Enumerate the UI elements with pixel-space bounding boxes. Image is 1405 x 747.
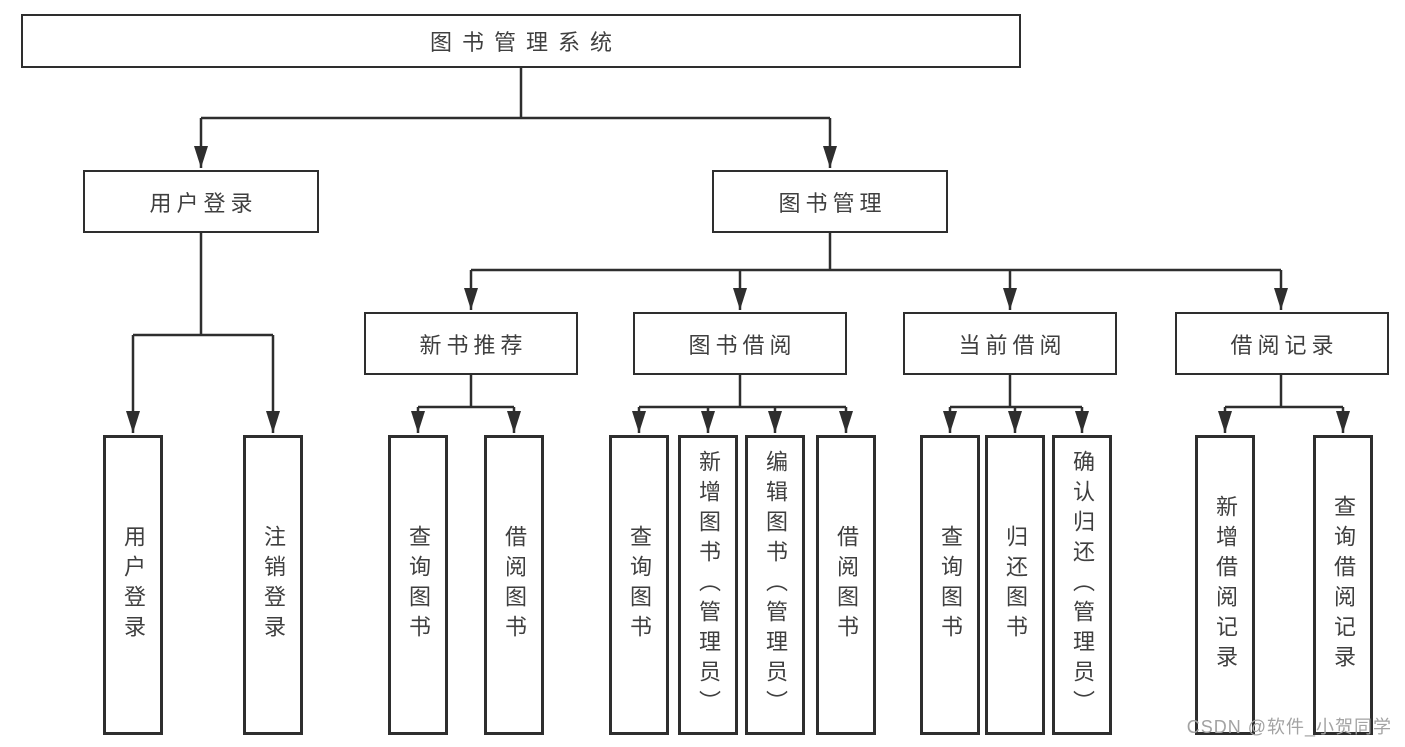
- leaf-edit-book-admin: 编辑图书（管理员）: [745, 435, 805, 735]
- leaf-label: 新增图书（管理员）: [696, 450, 721, 720]
- leaf-label: 注销登录: [261, 525, 286, 645]
- node-new-book-recommend: 新书推荐: [364, 312, 578, 375]
- leaf-confirm-return-admin: 确认归还（管理员）: [1052, 435, 1112, 735]
- leaf-query-books-current: 查询图书: [920, 435, 980, 735]
- node-library-management-system: 图书管理系统: [21, 14, 1021, 68]
- node-borrow-records: 借阅记录: [1175, 312, 1389, 375]
- leaf-label: 查询图书: [627, 525, 652, 645]
- node-current-borrow: 当前借阅: [903, 312, 1117, 375]
- leaf-borrow-books-recommend: 借阅图书: [484, 435, 544, 735]
- leaf-label: 查询图书: [406, 525, 431, 645]
- leaf-label: 用户登录: [121, 525, 146, 645]
- leaf-label: 借阅图书: [502, 525, 527, 645]
- node-user-login: 用户登录: [83, 170, 319, 233]
- leaf-label: 确认归还（管理员）: [1070, 450, 1095, 720]
- node-book-borrow: 图书借阅: [633, 312, 847, 375]
- leaf-user-login: 用户登录: [103, 435, 163, 735]
- leaf-query-books-recommend: 查询图书: [388, 435, 448, 735]
- leaf-return-book: 归还图书: [985, 435, 1045, 735]
- leaf-query-books-borrow: 查询图书: [609, 435, 669, 735]
- leaf-label: 新增借阅记录: [1213, 495, 1238, 675]
- watermark-text: CSDN @软件_小贺同学: [1186, 717, 1392, 737]
- leaf-add-book-admin: 新增图书（管理员）: [678, 435, 738, 735]
- leaf-label: 借阅图书: [834, 525, 859, 645]
- leaf-label: 归还图书: [1003, 525, 1028, 645]
- leaf-logout: 注销登录: [243, 435, 303, 735]
- leaf-borrow-books: 借阅图书: [816, 435, 876, 735]
- leaf-label: 编辑图书（管理员）: [763, 450, 788, 720]
- node-book-management: 图书管理: [712, 170, 948, 233]
- leaf-label: 查询借阅记录: [1331, 495, 1356, 675]
- leaf-label: 查询图书: [938, 525, 963, 645]
- leaf-add-borrow-record: 新增借阅记录: [1195, 435, 1255, 735]
- leaf-query-borrow-record: 查询借阅记录: [1313, 435, 1373, 735]
